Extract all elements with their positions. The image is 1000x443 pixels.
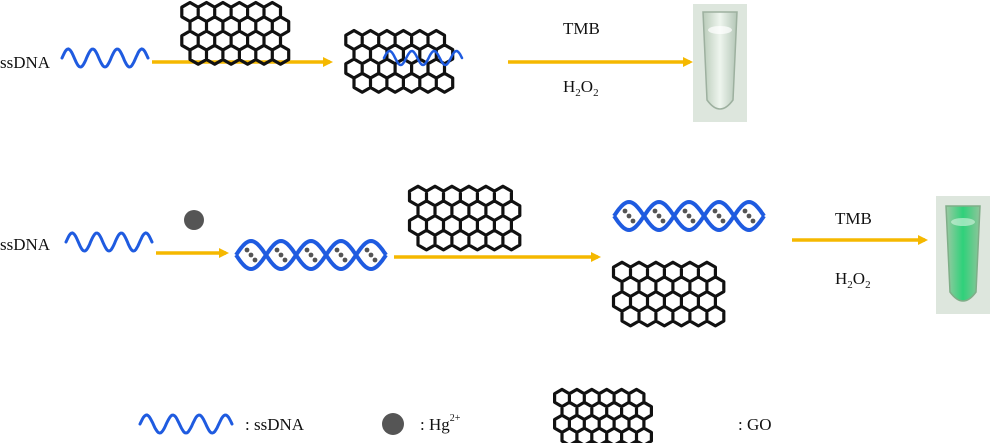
tmb-label-row1: TMB — [563, 19, 600, 38]
graphene-oxide-sheet-icon — [344, 28, 455, 94]
legend-ssdna-icon — [138, 413, 234, 435]
legend-ssdna-label: : ssDNA — [245, 415, 305, 434]
t-hg-t-duplex-icon — [234, 238, 388, 272]
ssdna-label-row1: ssDNA — [0, 53, 51, 72]
adsorbed-ssdna-icon — [382, 49, 464, 67]
tmb-label-row2: TMB — [835, 209, 872, 228]
ssdna-label-row2: ssDNA — [0, 235, 51, 254]
hg-ion-icon — [184, 210, 204, 230]
legend-hg-icon — [382, 413, 404, 435]
legend-hg-label: : Hg2+ — [420, 413, 461, 434]
h2o2-label-row1: H2O2 — [563, 77, 599, 99]
t-hg-t-duplex-icon — [612, 199, 766, 233]
legend-go-label: : GO — [738, 415, 772, 434]
ssdna-strand-icon — [60, 47, 150, 69]
graphene-oxide-sheet-icon — [180, 0, 291, 66]
tube-green-icon — [936, 196, 990, 314]
legend-go-icon — [553, 387, 653, 443]
h2o2-label-row2: H2O2 — [835, 269, 871, 291]
ssdna-strand-icon — [64, 231, 154, 253]
tube-colorless-icon — [693, 4, 747, 122]
graphene-oxide-sheet-icon — [611, 260, 726, 328]
graphene-oxide-sheet-icon — [407, 184, 522, 252]
